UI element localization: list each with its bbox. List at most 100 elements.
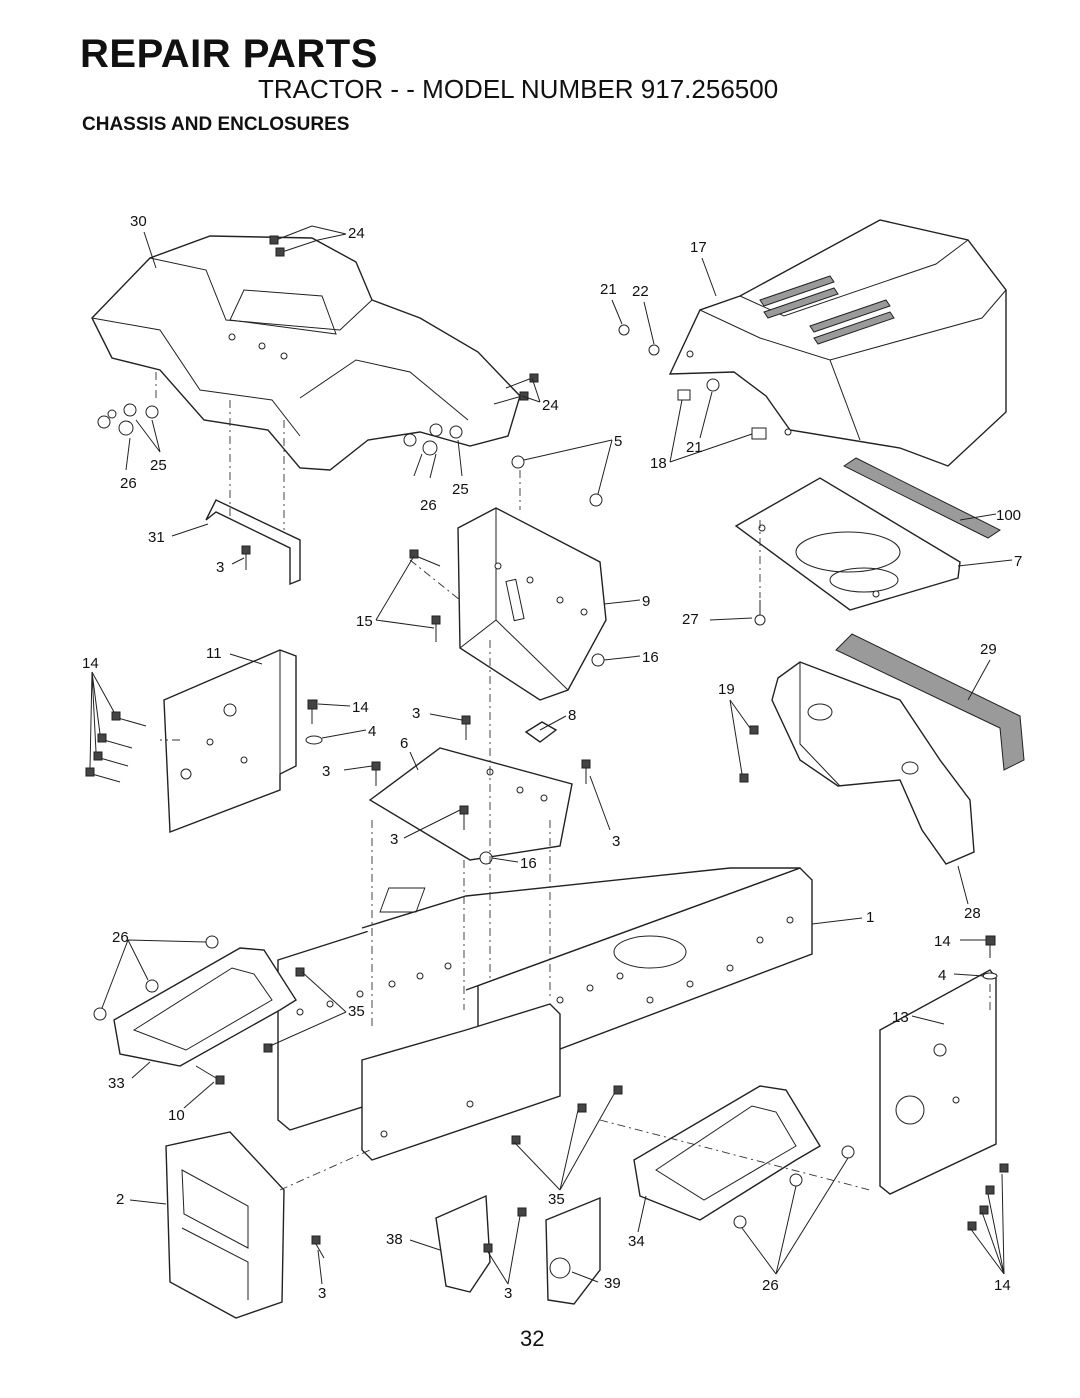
side-panel-right-13 [879,969,997,1195]
bracket-39 [545,1196,601,1305]
callout-labels: 30 24 17 21 22 24 21 18 5 25 26 25 26 10… [82,213,1022,1302]
callout-22: 22 [632,283,649,300]
assembly-lines [155,372,991,1191]
callout-100: 100 [996,507,1021,524]
front-bracket-2 [165,1131,285,1319]
callout-26: 26 [762,1277,779,1294]
clamp-8 [524,721,558,743]
nut-washer-set-right [403,423,463,456]
hood-bumper-strip [843,457,1001,539]
battery-plate-6 [368,747,573,861]
fender-dash-part [91,235,521,471]
hood-part [668,219,1007,467]
bolts-15 [409,549,441,642]
screws-19 [739,725,759,783]
callout-4: 4 [938,967,946,984]
callout-34: 34 [628,1233,645,1250]
callout-3: 3 [216,559,224,576]
callout-14: 14 [994,1277,1011,1294]
bracket-38 [435,1194,491,1293]
callout-18: 18 [650,455,667,472]
page-title: REPAIR PARTS [80,32,378,76]
nuts-26-right [733,1145,855,1229]
callout-4: 4 [368,723,376,740]
callout-35: 35 [348,1003,365,1020]
hood-vents [759,275,895,345]
main-frame-1 [277,867,813,1131]
hood-hardware [618,324,767,440]
callout-39: 39 [604,1275,621,1292]
bolts-14-left [85,711,147,783]
callout-17: 17 [690,239,707,256]
callout-3: 3 [612,833,620,850]
callout-21: 21 [600,281,617,298]
callout-8: 8 [568,707,576,724]
callout-38: 38 [386,1231,403,1248]
callout-16: 16 [642,649,659,666]
callout-31: 31 [148,529,165,546]
callout-6: 6 [400,735,408,752]
callout-11: 11 [206,645,222,662]
callout-10: 10 [168,1107,185,1124]
side-rail-lower [361,1003,561,1161]
callout-25: 25 [452,481,469,498]
callout-7: 7 [1014,553,1022,570]
bracket-31 [205,499,301,586]
screw-27 [754,600,766,626]
bolts-35 [263,967,623,1145]
callout-26: 26 [112,929,129,946]
bolt-10 [195,1065,225,1085]
nut-16-upper [591,653,605,667]
bolt-3-front [311,1235,325,1259]
callout-25: 25 [150,457,167,474]
callout-3: 3 [504,1285,512,1302]
callout-19: 19 [718,681,735,698]
callout-14: 14 [934,933,951,950]
leader-lines [89,225,1013,1285]
callout-3: 3 [390,831,398,848]
callout-14: 14 [352,699,369,716]
callout-3: 3 [322,763,330,780]
section-heading: CHASSIS AND ENCLOSURES [82,114,350,135]
grille-plate-part [734,477,961,611]
dash-panel-part [457,507,607,701]
callout-1: 1 [866,909,874,926]
callout-26: 26 [420,497,437,514]
callout-21: 21 [686,439,703,456]
callout-26: 26 [120,475,137,492]
bolt-14-washer-4 [305,699,323,745]
callout-2: 2 [116,1191,124,1208]
callout-24: 24 [348,225,365,242]
callout-24: 24 [542,397,559,414]
grommets-5 [511,455,603,507]
bolt-3-bracket [241,545,251,570]
callout-13: 13 [892,1009,909,1026]
bolt-group-24-right [493,373,539,405]
callout-9: 9 [642,593,650,610]
callout-35: 35 [548,1191,565,1208]
page-number: 32 [520,1326,545,1351]
callout-3: 3 [412,705,420,722]
footrest-33 [113,947,297,1067]
bolts-3-bottom [483,1207,527,1253]
callout-28: 28 [964,905,981,922]
callout-5: 5 [614,433,622,450]
bolt-group-24-top [269,225,319,257]
frame-holes [296,916,794,1016]
callout-33: 33 [108,1075,125,1092]
callout-27: 27 [682,611,699,628]
callout-14: 14 [82,655,99,672]
model-subtitle: TRACTOR - - MODEL NUMBER 917.256500 [258,74,779,104]
side-panel-left-11 [163,649,297,833]
rear-housing-28 [771,661,975,865]
callout-15: 15 [356,613,373,630]
callout-16: 16 [520,855,537,872]
callout-29: 29 [980,641,997,658]
plate-bolts-3 [371,715,591,830]
grille-29 [835,633,1025,771]
callout-3: 3 [318,1285,326,1302]
nut-washer-set-left [97,403,159,436]
callout-30: 30 [130,213,147,230]
nuts-26-left [93,935,219,1021]
